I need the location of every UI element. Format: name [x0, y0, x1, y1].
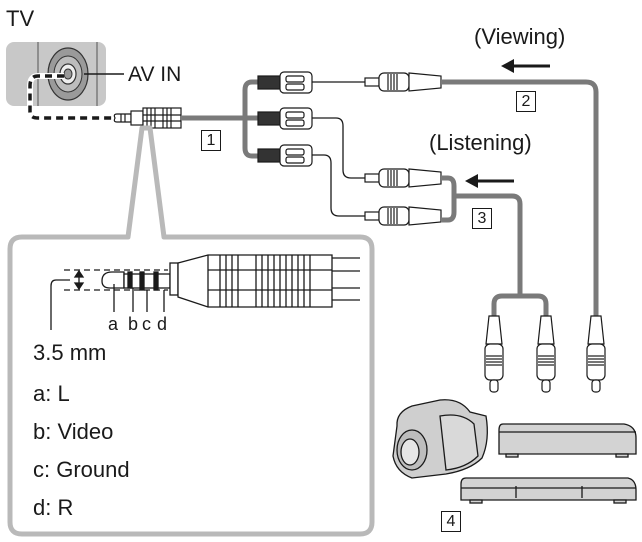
- arrow-left-icon: [465, 174, 514, 188]
- pin-label-c: c: [142, 314, 151, 334]
- av-in-label: AV IN: [128, 63, 182, 86]
- camcorder-icon: [392, 399, 488, 479]
- plug-detail-callout: [7, 125, 375, 537]
- rca-plug-vertical-1: [484, 315, 504, 393]
- cable-3: [441, 175, 549, 316]
- pin-label-b: b: [128, 314, 139, 334]
- pin-label-a: a: [108, 314, 119, 334]
- dashed-insert-path: [28, 74, 115, 120]
- legend-d: d: R: [33, 495, 74, 520]
- rca-jack-row-3: [257, 144, 313, 167]
- viewing-label: (Viewing): [474, 24, 566, 49]
- rca-plug-listening-2: [364, 206, 442, 226]
- player-device-top-icon: [498, 423, 637, 458]
- rca-plug-viewing: [364, 72, 442, 92]
- legend-a: a: L: [33, 381, 70, 406]
- plug-detail-drawing: [50, 254, 360, 330]
- player-device-bottom-icon: [460, 477, 637, 504]
- legend-b: b: Video: [33, 419, 114, 444]
- mini-plug: [113, 107, 182, 129]
- callout-number-4: 4: [441, 511, 461, 532]
- cable-2: [441, 79, 599, 318]
- rca-jack-row-2: [257, 107, 313, 130]
- callout-number-3: 3: [472, 208, 492, 229]
- thin-wires: [312, 81, 365, 217]
- cable-1: [181, 79, 258, 159]
- rca-plug-listening-1: [364, 168, 442, 188]
- diameter-label: 3.5 mm: [33, 340, 107, 365]
- legend-c: c: Ground: [33, 457, 130, 482]
- pin-label-d: d: [157, 314, 168, 334]
- rca-plug-vertical-2: [536, 315, 556, 393]
- tv-title: TV: [6, 6, 35, 31]
- rca-plug-vertical-3: [586, 315, 606, 393]
- rca-jack-row-1: [257, 71, 313, 94]
- callout-number-2: 2: [516, 91, 536, 112]
- arrow-left-icon: [501, 59, 550, 73]
- listening-label: (Listening): [429, 130, 532, 155]
- callout-number-1: 1: [201, 130, 221, 151]
